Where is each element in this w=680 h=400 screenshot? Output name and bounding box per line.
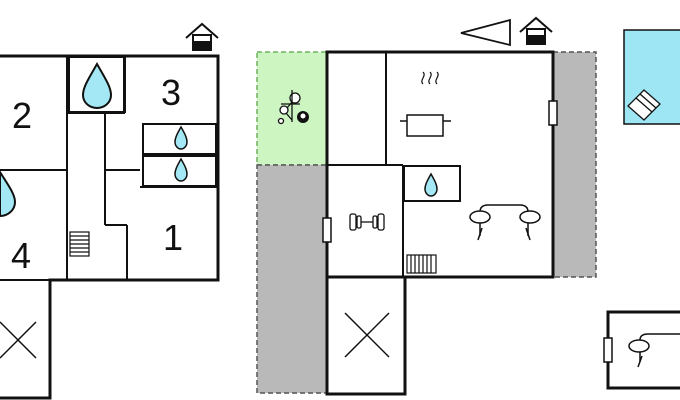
door-marker: [322, 217, 332, 243]
crossed-box-icon: [0, 321, 37, 359]
room-number-3: 3: [161, 72, 181, 113]
water-drop-icon: [81, 61, 113, 110]
cooking-pot-icon: [400, 71, 451, 137]
room-number-4: 4: [11, 235, 31, 276]
sofa-icon: [469, 204, 541, 241]
water-drop-icon: [424, 172, 438, 197]
middle-building: [256, 16, 597, 396]
room-number-1: 1: [163, 217, 183, 258]
dumbbell-icon: [349, 213, 385, 231]
room-number-2: 2: [12, 95, 32, 136]
table-tennis-icon: [277, 90, 301, 125]
door-marker: [548, 100, 558, 126]
door-marker: [603, 337, 613, 363]
left-building: 2 3 4 1: [0, 22, 220, 400]
water-drop-icon: [0, 170, 17, 218]
sofa-icon: [628, 333, 680, 368]
terrace-right: [552, 51, 597, 278]
house-icon: [519, 16, 553, 45]
right-area: [603, 29, 680, 390]
water-drop-icon: [174, 157, 188, 182]
north-arrow-icon: [460, 18, 511, 47]
left-building-outer-wall: [0, 54, 220, 400]
sun-lounger-icon: [627, 89, 661, 121]
billiard-ball-icon: [297, 111, 309, 123]
middle-building-inner-walls: [327, 52, 461, 277]
radiator-icon: [406, 254, 437, 274]
water-drop-icon: [174, 125, 188, 150]
stairs-icon: [69, 231, 90, 257]
crossed-box-icon: [344, 312, 390, 358]
house-icon: [185, 22, 219, 51]
terrace-left: [256, 164, 328, 394]
